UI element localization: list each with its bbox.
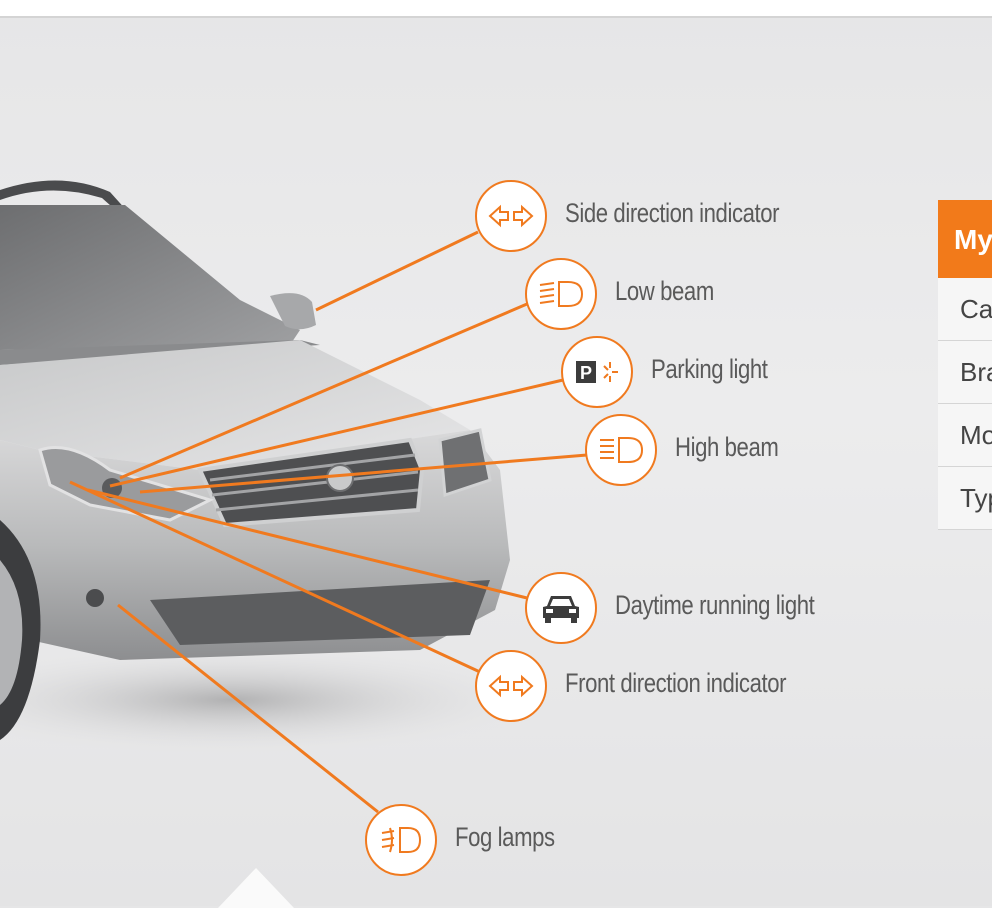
panel-row-type[interactable]: Typ [938, 467, 992, 530]
low-beam-icon [539, 281, 584, 307]
high-beam-callout[interactable] [585, 414, 657, 486]
fog-lamp-icon [381, 827, 422, 853]
svg-text:P: P [580, 363, 592, 383]
panel-row-model[interactable]: Mo [938, 404, 992, 467]
low-beam-callout[interactable] [525, 258, 597, 330]
daytime-running-light-label: Daytime running light [615, 590, 815, 620]
parking-light-label: Parking light [651, 354, 768, 384]
direction-indicator-icon [488, 204, 534, 228]
parking-light-icon: P [576, 361, 618, 383]
my-vehicle-panel: My Ca Bra Mo Typ [938, 200, 992, 530]
fog-lamps-label: Fog lamps [455, 822, 555, 852]
front-direction-indicator-callout[interactable] [475, 650, 547, 722]
top-bar [0, 0, 992, 18]
front-direction-indicator-label: Front direction indicator [565, 668, 787, 698]
high-beam-icon [600, 437, 644, 463]
low-beam-label: Low beam [615, 276, 714, 306]
parking-light-callout[interactable]: P [561, 336, 633, 408]
pointer-tab [218, 868, 294, 908]
panel-row-brand[interactable]: Bra [938, 341, 992, 404]
panel-header[interactable]: My [938, 200, 992, 278]
side-direction-indicator-label: Side direction indicator [565, 198, 780, 228]
fog-lamps-callout[interactable] [365, 804, 437, 876]
side-direction-indicator-callout[interactable] [475, 180, 547, 252]
high-beam-label: High beam [675, 432, 779, 462]
direction-indicator-icon [488, 674, 534, 698]
daytime-running-light-callout[interactable] [525, 572, 597, 644]
daytime-running-light-icon [543, 596, 579, 623]
panel-row-category[interactable]: Ca [938, 278, 992, 341]
